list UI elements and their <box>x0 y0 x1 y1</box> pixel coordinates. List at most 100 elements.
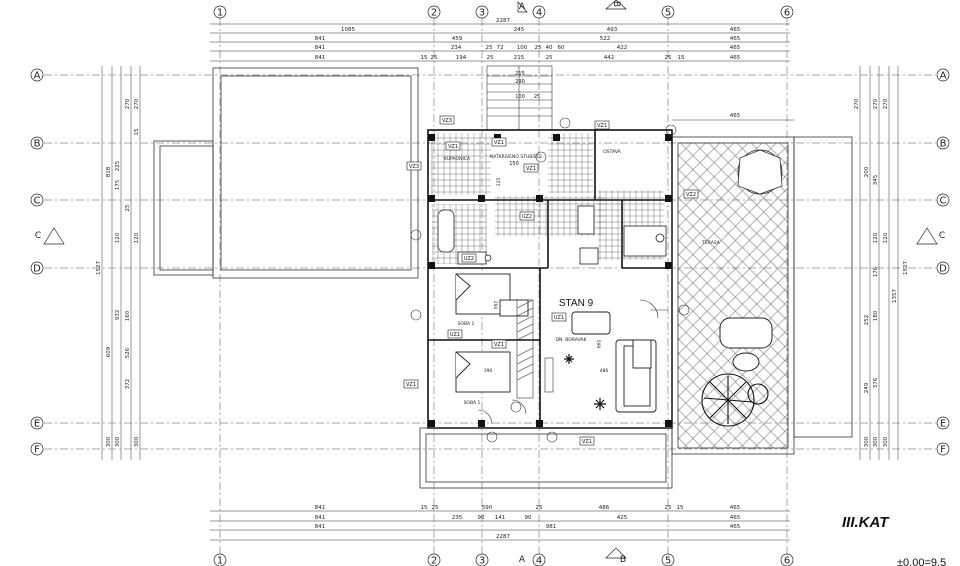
unit-title: STAN 9 <box>559 298 594 309</box>
section-marker-c-left <box>43 227 65 245</box>
opening-tag-12: VZ1 <box>526 166 536 172</box>
axis-label-e-right: E <box>940 419 946 430</box>
dim-left-inner-3: 120 <box>115 232 121 243</box>
dim-top-r2-3: 465 <box>730 27 741 33</box>
terrace-umbrella-icon <box>701 373 769 427</box>
axis-bubbles-top <box>213 5 794 19</box>
section-marker-a-top <box>517 1 528 13</box>
room-label-terrace: TERASA <box>701 240 721 246</box>
axis-label-6-top: 6 <box>784 8 790 19</box>
section-label-a-bottom: A <box>519 555 526 565</box>
dim-right-mid-0: 1357 <box>892 289 898 303</box>
dim-bottom-r2-5: 425 <box>617 515 628 521</box>
dim-left-inner-8: 372 <box>125 379 131 390</box>
plant-icon <box>564 354 606 410</box>
dim-right-near-0: 270 <box>883 98 889 109</box>
dim-bottom-r3-1: 981 <box>546 524 557 530</box>
dim-top-r4-3: 72 <box>497 45 504 51</box>
dim-top-r5-0: 841 <box>315 55 326 61</box>
dim-right-inner-12: 249 <box>864 382 870 393</box>
dim-top-r3-2: 522 <box>600 36 611 42</box>
door-swings <box>410 117 690 443</box>
terrace-sofa-icon <box>719 317 773 372</box>
dim-bottom-r1-8: 465 <box>730 505 741 511</box>
axis-bubbles-sides <box>30 68 950 456</box>
dim-top-r5-6: 25 <box>546 55 553 61</box>
axis-bubbles-bottom <box>213 553 794 566</box>
dim-bottom-r2-0: 841 <box>315 515 326 521</box>
dim-top-r3-3: 465 <box>730 36 741 42</box>
dim-top-total: 2287 <box>496 18 510 24</box>
dim-left-near-8: 300 <box>134 436 140 447</box>
horizontal-axis-lines <box>44 74 936 450</box>
axis-label-1-top: 1 <box>217 8 223 19</box>
dim-top-r4-7: 60 <box>558 45 565 51</box>
axis-label-a-left: A <box>34 71 41 82</box>
dim-bottom-r1-6: 25 <box>665 505 672 511</box>
dim-top-r4-5: 25 <box>535 45 542 51</box>
section-label-b-bottom: B <box>620 555 626 565</box>
opening-tag-2: VZ1 <box>597 123 607 129</box>
room-label-soba1-b: SOBA 1 <box>464 400 481 406</box>
dim-top-r5-9: 15 <box>678 55 685 61</box>
dim-left-inner-5: 932 <box>115 310 121 321</box>
axis-label-2-top: 2 <box>431 8 437 19</box>
dim-right-near-3: 120 <box>883 232 889 243</box>
elevation-label: ±0.00=9.5 <box>897 557 946 566</box>
dim-bottom-r2-2: 90 <box>478 515 485 521</box>
dim-left-inner-11: 300 <box>115 436 121 447</box>
dim-right-inner-0: 270 <box>854 98 860 109</box>
dim-left-near-0: 270 <box>125 98 131 109</box>
dim-top-r5-2: 25 <box>431 55 438 61</box>
dim-top-r4-9: 465 <box>730 45 741 51</box>
dim-left-inner-10: 300 <box>106 436 112 447</box>
opening-tag-0: VZ3 <box>442 118 452 124</box>
section-label-c-right: C <box>939 231 945 241</box>
dim-right-inner-1: 270 <box>873 98 879 109</box>
tiled-area-storage <box>548 133 593 193</box>
room-label-storage: OSTAVA <box>603 149 621 155</box>
axis-label-b-right: B <box>940 139 947 150</box>
dim-left-inner-0: 225 <box>115 160 121 171</box>
dim-right-inner-4: 345 <box>873 174 879 185</box>
dim-top-r5-8: 25 <box>665 55 672 61</box>
axis-label-1-bottom: 1 <box>217 556 223 566</box>
axis-label-6-bottom: 6 <box>784 556 790 566</box>
dim-top-r5-7: 442 <box>604 55 615 61</box>
axis-label-d-left: D <box>33 264 41 275</box>
dim-bottom-r1-4: 25 <box>536 505 543 511</box>
room-number-294: 294 <box>492 301 498 310</box>
opening-tag-10: VZ1 <box>494 342 504 348</box>
dim-bottom-r1-3: 590 <box>482 505 493 511</box>
room-label-bathroom: KUPAONICA <box>444 156 471 162</box>
stair-label: 150 <box>509 161 519 167</box>
dim-left-near-1: 270 <box>134 98 140 109</box>
dim-left-mid-1: 609 <box>106 346 112 357</box>
dim-right-inner-3: 200 <box>864 166 870 177</box>
axis-label-c-right: C <box>940 196 947 207</box>
dim-right-inner-11: 376 <box>873 377 879 388</box>
room-label-living: DN. BORAVAK <box>556 337 588 343</box>
dim-top-r5-4: 25 <box>487 55 494 61</box>
dim-left-inner-7: 526 <box>125 347 131 358</box>
dim-bottom-r2-1: 235 <box>452 515 463 521</box>
terrace-table-icon <box>737 149 783 195</box>
axis-label-d-right: D <box>939 264 947 275</box>
left-dimension-lines <box>101 66 141 460</box>
axis-label-e-left: E <box>34 419 40 430</box>
terrace-outline <box>671 136 853 455</box>
dim-bottom-r2-6: 465 <box>730 515 741 521</box>
tiled-area-hall <box>431 133 491 195</box>
room-label-soba1-a: SOBA 1 <box>458 321 475 327</box>
dim-left-inner-2: 175 <box>115 179 121 190</box>
floor-label: III.KAT <box>842 514 890 531</box>
terrace-dim: 465 <box>730 113 741 119</box>
axis-label-c-left: C <box>34 196 41 207</box>
dim-top-r3-0: 841 <box>315 36 326 42</box>
room-label-stairs: NATKRIVENO STUBIŠTE <box>490 153 542 160</box>
dim-left-inner-6: 160 <box>125 310 131 321</box>
dim-right-inner-10: 180 <box>873 310 879 321</box>
section-label-a-top: A <box>519 2 526 12</box>
dim-right-inner-14: 300 <box>864 436 870 447</box>
dim-bottom-r1-7: 15 <box>677 505 684 511</box>
